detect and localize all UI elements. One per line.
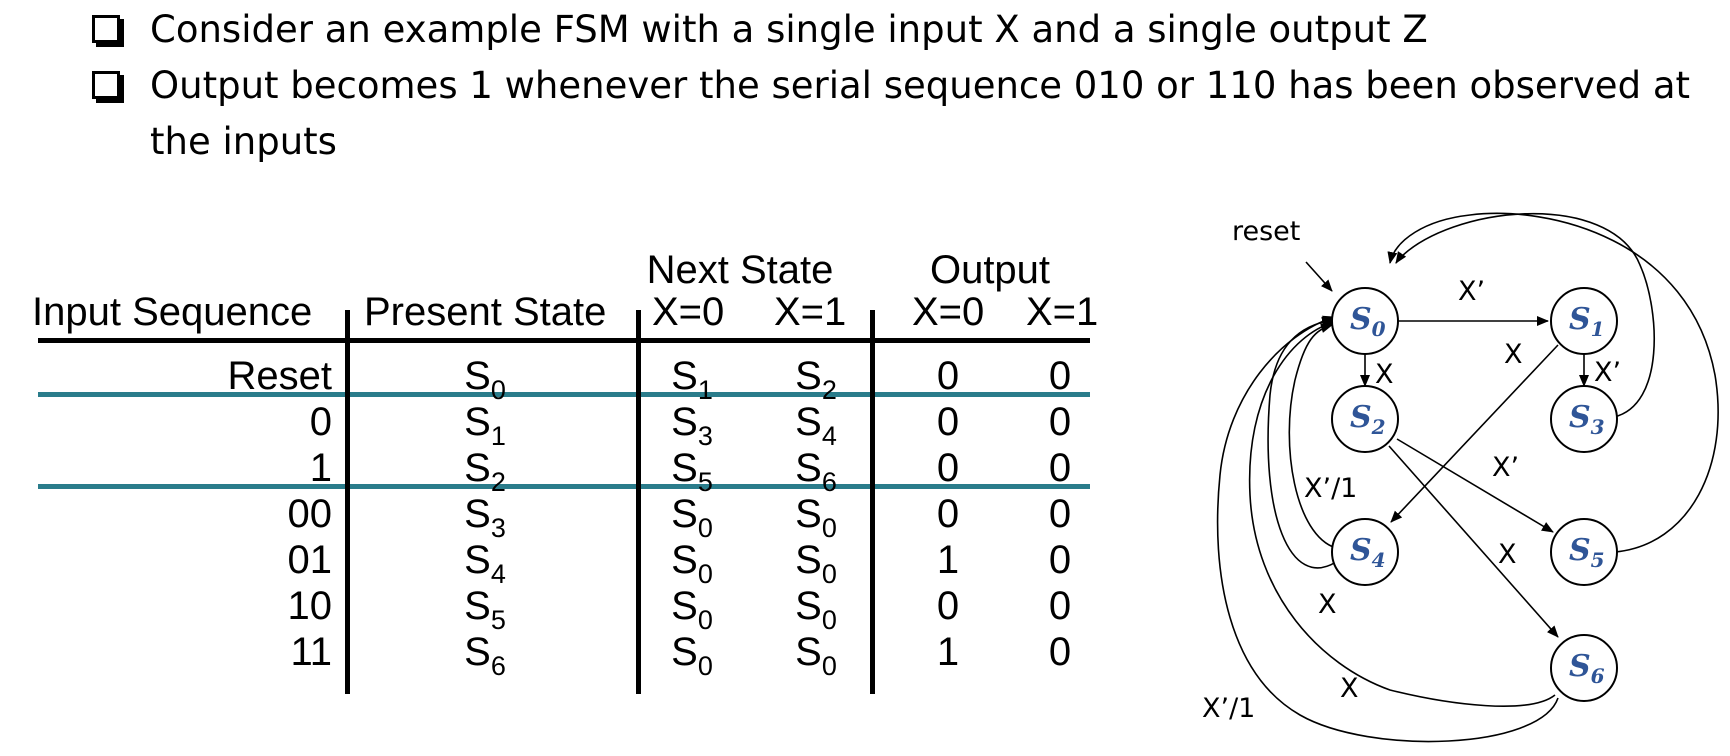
checkbox-bullet-icon [92,15,120,43]
output-x0-cell: 0 [936,446,960,490]
bullet-item: Output becomes 1 whenever the serial seq… [92,58,1712,170]
out-x0-header: X=0 [912,290,985,334]
state-node-s2 [1331,385,1399,453]
output-x0-cell: 0 [936,584,960,628]
output-x0-cell: 0 [936,492,960,536]
output-x1-cell: 0 [1048,630,1072,674]
output-x1-cell: 0 [1048,492,1072,536]
present-state-cell: S6 [464,630,506,681]
output-x1-cell: 0 [1048,538,1072,582]
input-sequence-cell: 1 [309,446,332,490]
edge-s5-s0 [1387,212,1719,553]
edge-s6-s0-b [1216,315,1559,743]
output-x0-cell: 0 [936,400,960,444]
state-table: Next State Output Input Sequence Present… [0,240,1110,694]
present-state-cell: S3 [464,492,506,543]
next-state-x0-cell: S1 [671,354,713,405]
next-state-x0-cell: S0 [671,538,713,589]
state-node-s1 [1550,287,1618,355]
ns-x1-header: X=1 [774,290,847,334]
edge-s6-s0-a [1248,320,1556,707]
present-state-cell: S5 [464,584,506,635]
input-sequence-cell: 10 [287,584,333,628]
input-sequence-header: Input Sequence [32,290,313,334]
input-sequence-cell: 0 [309,400,332,444]
bullet-list: Consider an example FSM with a single in… [92,2,1712,170]
edge-label-s1-s4: X [1504,339,1523,370]
next-state-x1-cell: S6 [795,446,837,497]
state-node-s3 [1550,385,1618,453]
edge-label-s0-s2: X [1375,359,1394,390]
next-state-x1-cell: S0 [795,630,837,681]
next-state-x0-cell: S5 [671,446,713,497]
next-state-x1-cell: S0 [795,492,837,543]
edge-s4-s0-b [1267,316,1337,569]
edge-label-s0-s1: X’ [1458,276,1485,307]
input-sequence-cell: Reset [227,354,333,398]
next-state-x1-cell: S2 [795,354,837,405]
edge-s2-s5 [1396,438,1554,533]
state-node-s0 [1331,287,1399,355]
header-rule [38,338,1090,343]
next-state-x0-cell: S0 [671,492,713,543]
edge-label-s4-s0-a: X’/1 [1304,473,1357,504]
output-x1-cell: 0 [1048,400,1072,444]
edge-label-s1-s3: X’ [1594,357,1621,388]
bullet-text: Output becomes 1 whenever the serial seq… [150,64,1690,163]
reset-arrow [1305,261,1333,292]
next-state-x0-cell: S0 [671,584,713,635]
output-x1-cell: 0 [1048,354,1072,398]
reset-label: reset [1232,216,1300,247]
edge-s1-s4 [1390,344,1559,523]
edge-label-s6-s0-b: X’/1 [1202,693,1255,724]
state-node-s5 [1550,518,1618,586]
state-node-s6 [1550,634,1618,702]
checkbox-bullet-icon [92,71,120,99]
input-sequence-cell: 00 [287,492,333,536]
edge-s4-s0-a [1288,323,1337,549]
output-header: Output [929,248,1051,292]
input-sequence-cell: 11 [290,630,332,674]
next-state-x0-cell: S0 [671,630,713,681]
column-divider [870,310,875,694]
bullet-text: Consider an example FSM with a single in… [150,8,1428,51]
next-state-x0-cell: S3 [671,400,713,451]
present-state-header: Present State [364,290,607,334]
state-node-s4 [1331,518,1399,586]
next-state-header: Next State [646,248,834,292]
output-x0-cell: 1 [936,630,960,674]
bullet-item: Consider an example FSM with a single in… [92,2,1712,58]
edge-label-s4-s0-b: X [1318,589,1337,620]
present-state-cell: S1 [464,400,506,451]
column-divider [345,310,350,694]
present-state-cell: S2 [464,446,506,497]
edge-label-s2-s5: X’ [1492,452,1519,483]
group-divider [38,484,1090,489]
column-divider [636,310,641,694]
output-x0-cell: 0 [936,354,960,398]
next-state-x1-cell: S0 [795,538,837,589]
next-state-x1-cell: S0 [795,584,837,635]
output-x1-cell: 0 [1048,584,1072,628]
present-state-cell: S4 [464,538,506,589]
ns-x0-header: X=0 [652,290,725,334]
group-divider [38,392,1090,397]
edge-label-s2-s6: X [1498,539,1517,570]
edge-label-s6-s0-a: X [1340,673,1359,704]
output-x1-cell: 0 [1048,446,1072,490]
input-sequence-cell: 01 [287,538,333,582]
present-state-cell: S0 [464,354,506,405]
edge-s2-s6 [1388,445,1559,638]
output-x0-cell: 1 [936,538,960,582]
next-state-x1-cell: S4 [795,400,837,451]
out-x1-header: X=1 [1026,290,1099,334]
